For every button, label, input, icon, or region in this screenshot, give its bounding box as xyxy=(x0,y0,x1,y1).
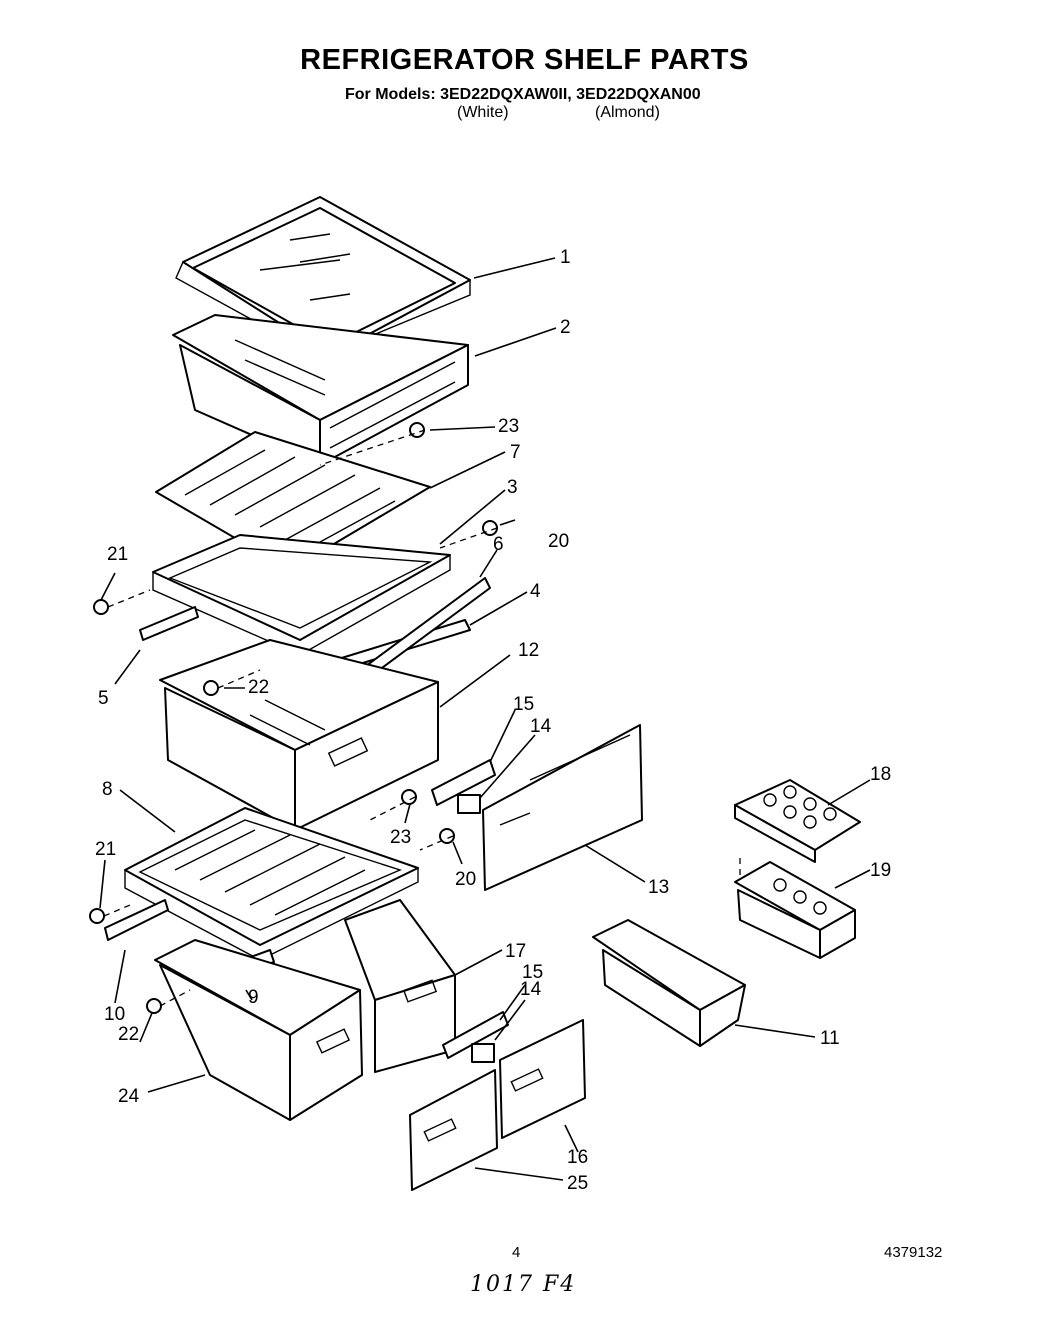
callout-2: 2 xyxy=(560,317,571,338)
callout-9: 9 xyxy=(248,987,259,1008)
part-16-crisper-front xyxy=(499,1019,586,1139)
part-15-slide-control xyxy=(431,759,496,806)
callout-22: 22 xyxy=(118,1024,139,1045)
callout-15: 15 xyxy=(513,694,534,715)
callout-23: 23 xyxy=(498,416,519,437)
part-13-crisper-front xyxy=(482,724,643,891)
fastener-21-lower xyxy=(89,908,105,924)
fastener-21-upper xyxy=(93,599,109,615)
fastener-20-upper xyxy=(482,520,498,536)
part-19-egg-tray xyxy=(734,861,856,959)
part-3-shelf-frame xyxy=(152,534,451,656)
callout-4: 4 xyxy=(530,581,541,602)
part-17-crisper-pan xyxy=(344,899,456,1073)
models-line: For Models: 3ED22DQXAW0II, 3ED22DQXAN00 xyxy=(345,86,701,103)
callout-23: 23 xyxy=(390,827,411,848)
callout-14: 14 xyxy=(520,979,542,1000)
document-number: 4379132 xyxy=(884,1244,943,1261)
callout-18: 18 xyxy=(870,764,891,785)
callout-14: 14 xyxy=(530,716,552,737)
callout-20: 20 xyxy=(455,869,476,890)
fastener-20-lower xyxy=(439,828,455,844)
callout-22: 22 xyxy=(248,677,269,698)
callout-10: 10 xyxy=(104,1004,125,1025)
callout-1: 1 xyxy=(560,247,571,268)
callout-6: 6 xyxy=(493,534,504,555)
part-12-crisper-pan xyxy=(159,639,439,831)
callout-15: 15 xyxy=(522,962,543,983)
callout-12: 12 xyxy=(518,640,539,661)
fastener-22-upper xyxy=(203,680,219,696)
callout-3: 3 xyxy=(507,477,518,498)
part-25-crisper-front xyxy=(409,1069,498,1191)
callout-11: 11 xyxy=(820,1028,840,1049)
callout-16: 16 xyxy=(567,1147,588,1168)
callout-25: 25 xyxy=(567,1173,588,1194)
part-11-dairy-bin xyxy=(592,919,746,1047)
part-2-crisper-frame xyxy=(172,314,469,466)
callout-7: 7 xyxy=(510,442,521,463)
callout-19: 19 xyxy=(870,860,891,881)
callout-21: 21 xyxy=(95,839,116,860)
page-number: 4 xyxy=(512,1244,521,1261)
part-14-slide-knob xyxy=(457,794,481,814)
part-5-rail xyxy=(139,606,199,641)
variant-white: (White) xyxy=(457,104,509,121)
part-7-shelf-panel xyxy=(155,431,431,571)
callout-24: 24 xyxy=(118,1086,140,1107)
part-14-slide-knob xyxy=(471,1043,495,1063)
page-title: REFRIGERATOR SHELF PARTS xyxy=(300,44,749,76)
part-15-slide-control xyxy=(442,1011,509,1059)
callout-13: 13 xyxy=(648,877,669,898)
callout-5: 5 xyxy=(98,688,109,709)
part-18-egg-tray-cover xyxy=(734,779,861,863)
callout-21: 21 xyxy=(107,544,128,565)
part-10-rail xyxy=(104,899,169,941)
fastener-23-lower xyxy=(401,789,417,805)
callout-8: 8 xyxy=(102,779,113,800)
variant-almond: (Almond) xyxy=(595,104,660,121)
part-24-crisper-pan xyxy=(154,939,363,1121)
fastener-22-lower xyxy=(146,998,162,1014)
callout-17: 17 xyxy=(505,941,526,962)
callout-20: 20 xyxy=(548,531,569,552)
handwritten-note: 1017 F4 xyxy=(470,1272,577,1297)
callout-labels: 1223732062145122215148182320211319171514… xyxy=(95,247,891,1194)
